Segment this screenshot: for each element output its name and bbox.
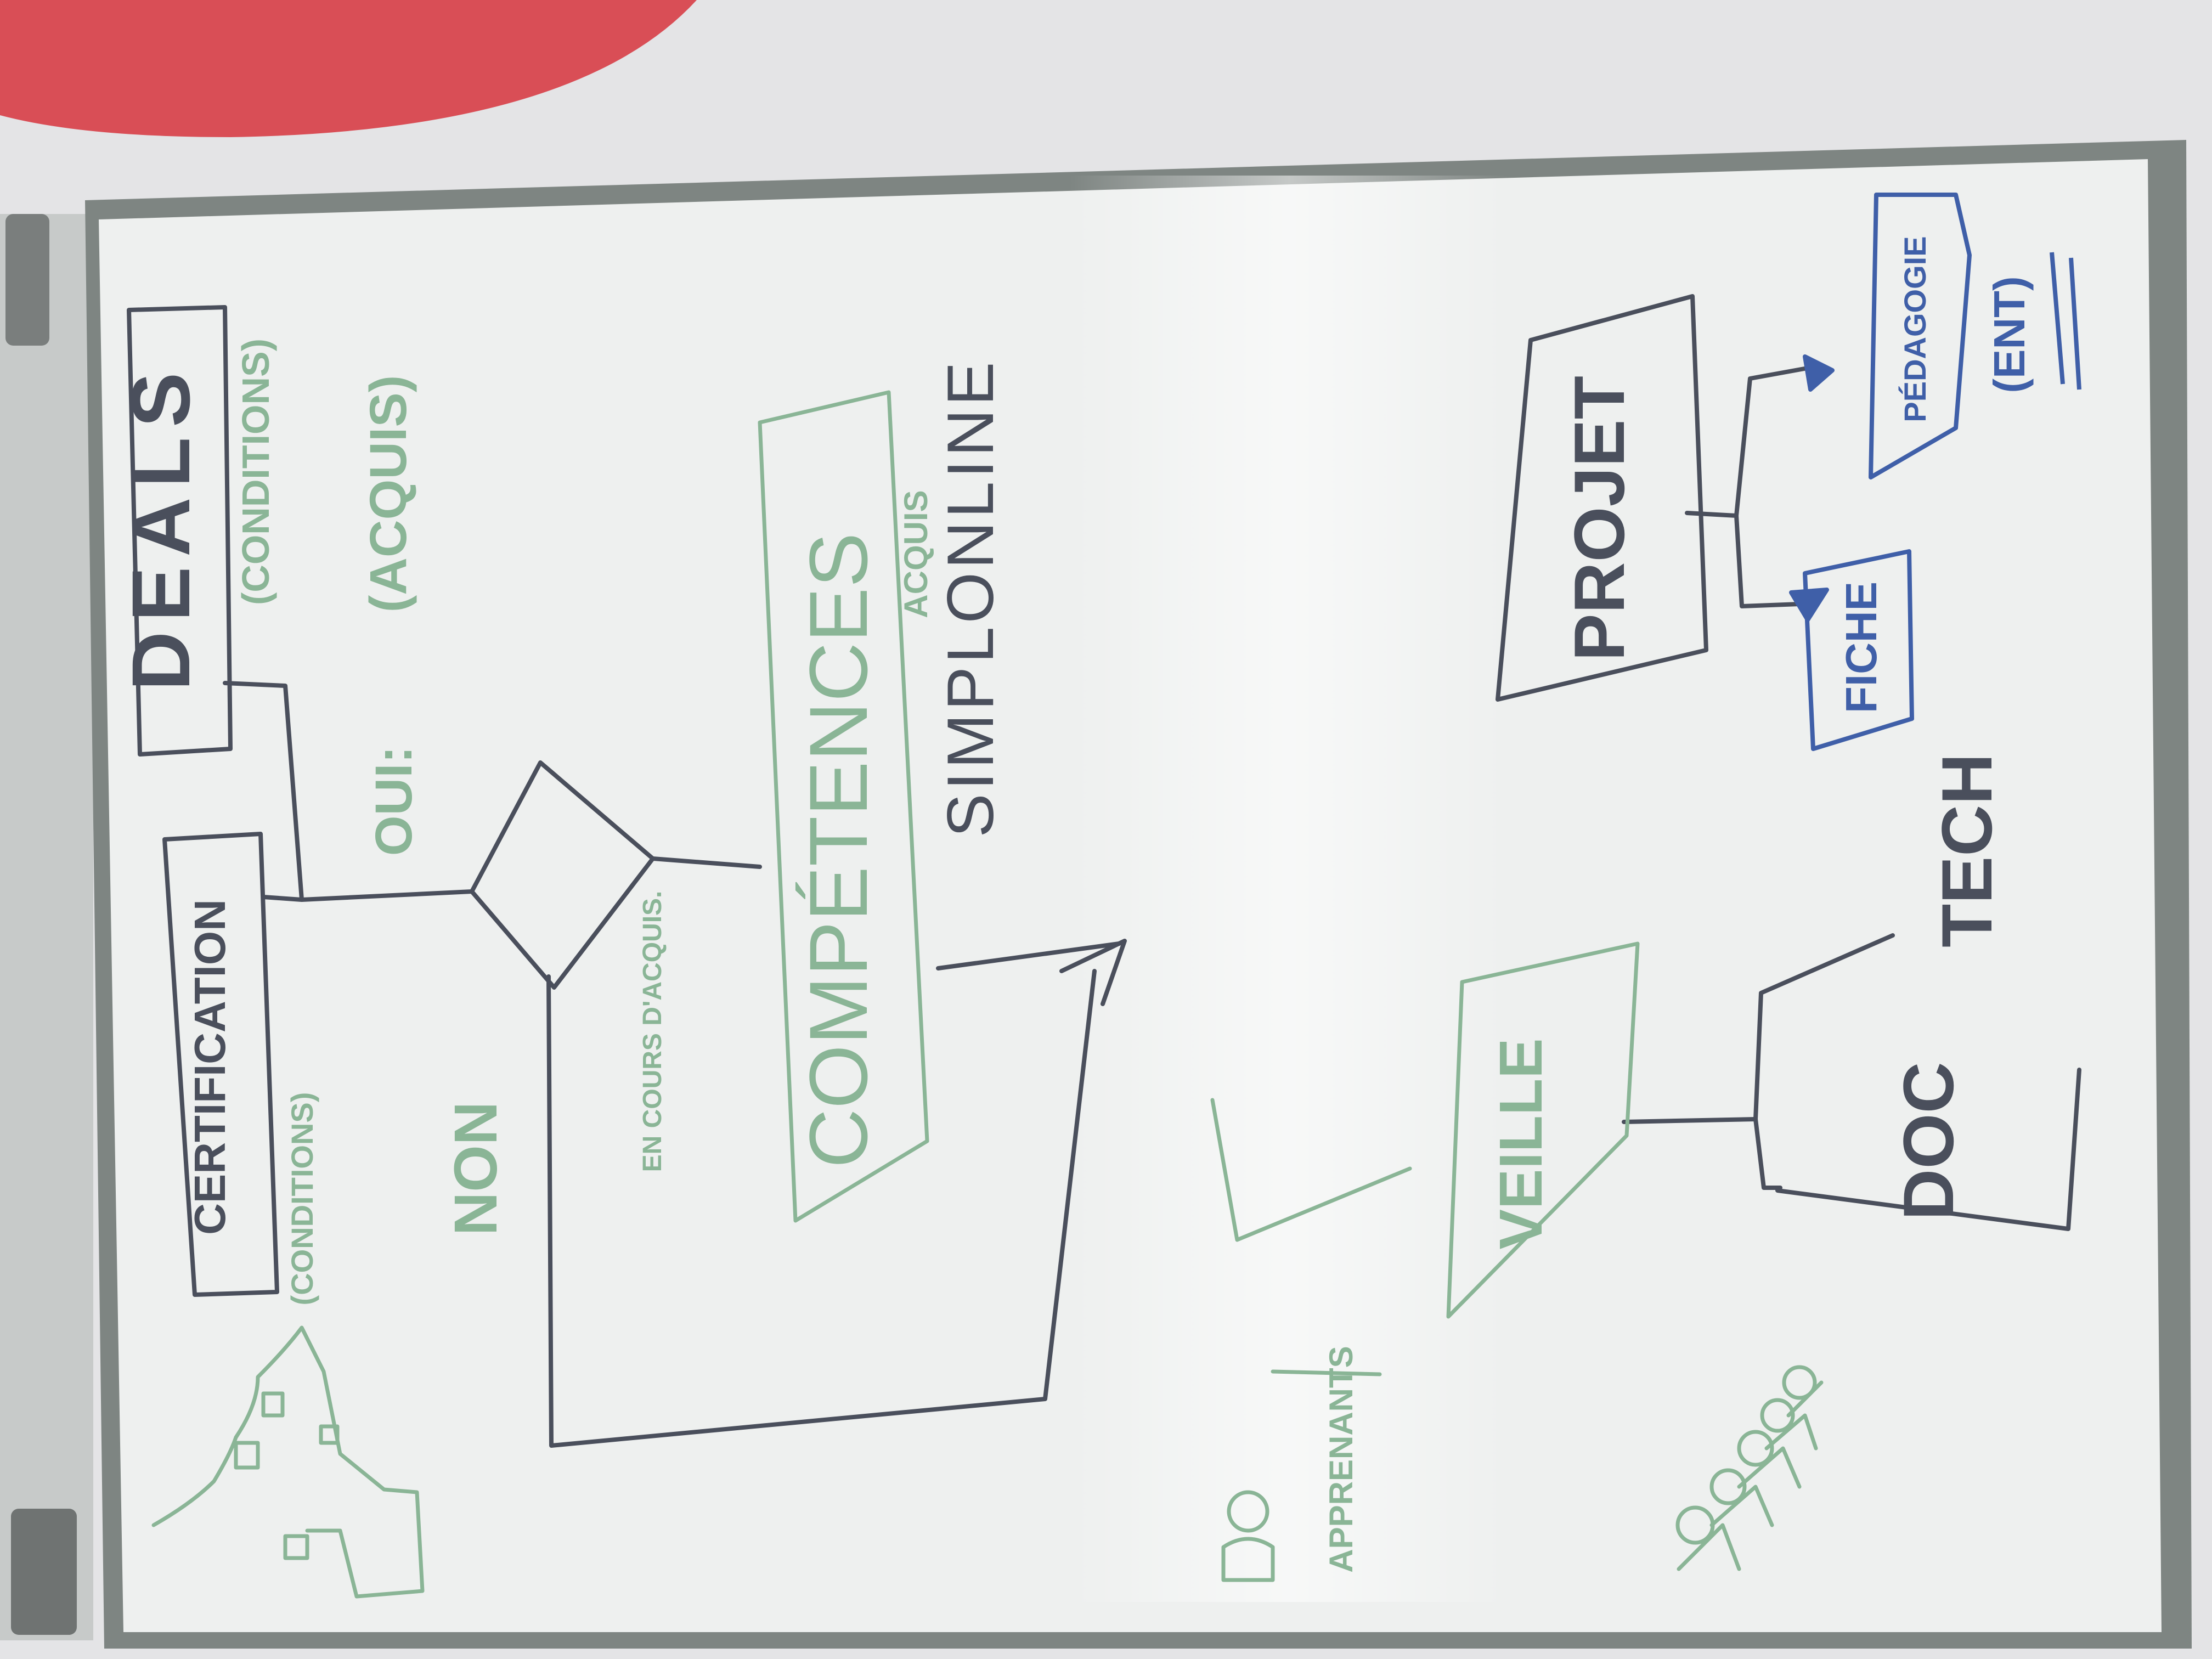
red-shape [0,0,697,137]
left-rail [0,214,93,1640]
people-icon [1675,1365,1824,1571]
apprenant-mark [1271,1369,1382,1376]
apprenant-left-shape [1210,1098,1412,1242]
doc-label: DOC [1888,1062,1968,1221]
left-rail-top-cap [5,214,49,346]
projet-to-pedagogie [1734,365,1813,518]
apprenant-person-icon [1221,1490,1275,1582]
veille-to-tech [1753,933,1895,1121]
competences-label: COMPÉTENCES [792,533,884,1168]
deals-box [127,305,233,757]
projet-connector [1685,511,1815,608]
tech-underline [1775,1068,2081,1231]
cloud-square-2 [261,1391,285,1418]
veille-connector [1622,1117,1782,1190]
veille-box [1446,941,1640,1319]
ent-underline [2050,252,2081,390]
pedagogie-arrowhead [1803,354,1835,392]
competences-box [758,390,929,1223]
simplonline-label: SIMPLONLINE [934,359,1007,838]
fiche-box [1803,549,1914,751]
cloud-square-3 [283,1534,309,1560]
connector-deals-cert [223,681,304,902]
certification-box [162,832,279,1297]
tech-label: TECH [1927,753,2007,947]
oui-label: OUI: [365,746,423,856]
connector-cert-diamond [300,889,474,902]
fiche-label: FICHE [1837,582,1886,713]
projet-label: PROJET [1559,376,1639,661]
ent-label: (ENT) [1985,276,2034,393]
pedagogie-label: PÉDAGOGIE [1898,236,1932,422]
projet-box [1496,294,1708,702]
connector-diamond-right [651,856,762,869]
deals-label: DEALS [115,363,207,691]
non-label: NON [442,1102,510,1235]
simplonline-to-arrow [936,941,1121,970]
fiche-arrowhead [1789,588,1829,622]
certification-sub: (CONDITIONS) [285,1092,319,1306]
glare [1070,176,1509,1602]
deals-sub: (CONDITIONS) [234,338,277,605]
competences-sub: ACQUIS [898,490,934,618]
certification-label: CERTIFICATION [185,899,234,1235]
pedagogie-box [1869,193,1972,479]
non-loop-line [546,969,1097,1448]
cloud-scribble [151,1325,425,1599]
diamond-note: EN COURS D'ACQUIS. [638,891,667,1172]
veille-label: VEILLE [1487,1038,1555,1249]
apprenant-label: APPRENANTS [1323,1346,1359,1572]
left-rail-bottom-cap [11,1509,77,1635]
cloud-square-1 [234,1441,260,1470]
arrow-head [1059,939,1127,1006]
cloud-square-4 [319,1424,340,1445]
oui-sub: (ACQUIS) [359,375,417,613]
